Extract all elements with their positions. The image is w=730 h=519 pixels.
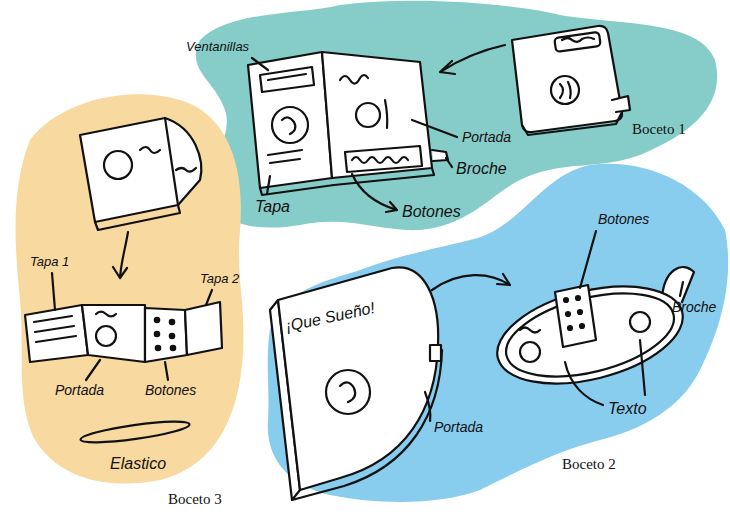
part-label: Elastico	[110, 455, 166, 473]
label-anchor: Tapa 2	[200, 272, 239, 286]
part-label: Tapa 2	[200, 272, 239, 286]
blob-shape	[16, 94, 244, 483]
oval-case	[487, 267, 694, 401]
flap-book	[80, 118, 201, 230]
flow-arrow	[113, 232, 128, 278]
rounded-book	[270, 267, 442, 500]
part-label: Botones	[402, 203, 461, 221]
label-anchor: Portada	[434, 420, 483, 435]
leader-line	[165, 362, 168, 380]
leader-line	[352, 174, 397, 212]
flow-arrow	[432, 274, 510, 290]
leader-line	[425, 392, 430, 421]
leader-line	[446, 158, 452, 167]
label-anchor: Texto	[608, 400, 647, 418]
label-anchor: Botones	[402, 203, 461, 221]
flow-arrow	[440, 45, 505, 74]
label-anchor: Broche	[672, 300, 716, 315]
elastic-band	[80, 417, 191, 446]
part-label: Portada	[55, 383, 104, 398]
leader-line	[580, 231, 596, 288]
leader-line	[412, 120, 457, 137]
leader-line	[206, 290, 212, 305]
leader-line	[565, 362, 603, 405]
part-label: Texto	[608, 400, 647, 418]
part-label: Tapa	[255, 198, 290, 216]
part-label: ¡Que Sueño!	[284, 299, 376, 335]
leader-line	[680, 282, 683, 296]
leader-line	[252, 58, 268, 70]
label-anchor: Botones	[598, 212, 649, 227]
label-anchor: Elastico	[110, 455, 166, 473]
part-label: Tapa 1	[30, 255, 69, 269]
part-label: Botones	[598, 212, 649, 227]
label-anchor: Botones	[145, 383, 196, 398]
open-book	[248, 52, 448, 195]
blob-shape	[268, 164, 728, 502]
label-anchor: Portada	[55, 383, 104, 398]
part-label: Botones	[145, 383, 196, 398]
part-label: Portada	[462, 130, 511, 145]
leader-line	[640, 340, 645, 395]
sketch-title: Boceto 2	[562, 455, 616, 473]
label-anchor: Broche	[456, 160, 507, 178]
part-label: Broche	[672, 300, 716, 315]
closed-book	[512, 26, 630, 135]
part-label: Ventanillas	[186, 40, 249, 54]
leader-line	[52, 273, 55, 310]
part-label: Portada	[434, 420, 483, 435]
sketch-title: Boceto 3	[168, 490, 222, 508]
label-anchor: Tapa	[255, 198, 290, 216]
part-label: Broche	[456, 160, 507, 178]
leader-line	[267, 176, 270, 194]
label-anchor: Portada	[462, 130, 511, 145]
label-anchor: Tapa 1	[30, 255, 69, 269]
sketch-title: Boceto 1	[632, 120, 686, 138]
leader-line	[86, 360, 100, 380]
label-anchor: ¡Que Sueño!	[284, 299, 376, 335]
label-anchor: Ventanillas	[186, 40, 249, 54]
